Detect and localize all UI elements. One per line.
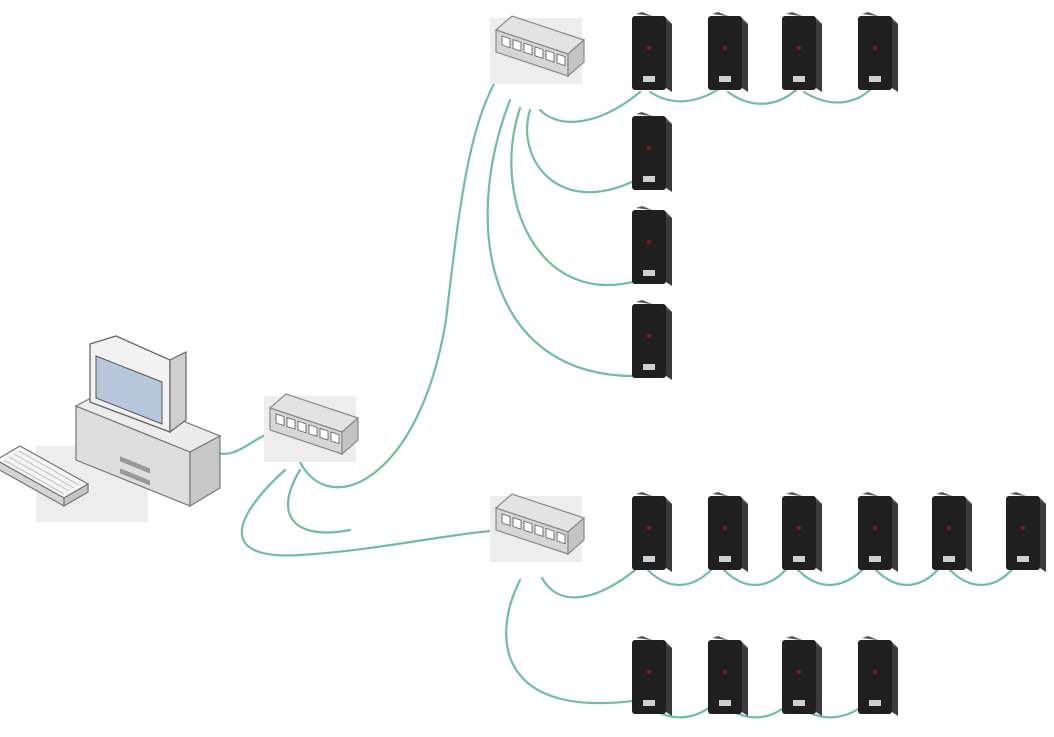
cable-upper-row-4 (802, 86, 874, 104)
upper-column-device-icon-2 (632, 206, 672, 286)
node-layer (0, 12, 1046, 716)
upper-row-device-icon-4 (858, 12, 898, 92)
lower-row2-device-icon-1 (632, 636, 672, 716)
lower-row2-device-icon-4 (858, 636, 898, 716)
cable-upper-row-3 (726, 88, 798, 105)
upper-row-device-icon-1 (632, 12, 672, 92)
upper-row-device-icon-2 (708, 12, 748, 92)
lower-row1-device-icon-1 (632, 492, 672, 572)
lower-switch-icon (490, 493, 586, 562)
cable-core-lower-loop (287, 468, 352, 534)
computer-icon (0, 335, 222, 522)
cable-lower-row1-1 (540, 564, 642, 599)
cable-lower-row2-1 (505, 578, 642, 705)
lower-row1-device-icon-6 (1006, 492, 1046, 572)
core-switch-icon (264, 393, 360, 462)
upper-row-device-icon-3 (782, 12, 822, 92)
lower-row2-device-icon-3 (782, 636, 822, 716)
upper-column-device-icon-3 (632, 300, 672, 380)
lower-row2-device-icon-2 (708, 636, 748, 716)
cable-core-lower (240, 468, 502, 557)
cable-upper-col-1 (526, 108, 642, 194)
upper-column-device-icon-1 (632, 112, 672, 192)
cable-layer (166, 60, 1020, 719)
keyboard-icon (0, 445, 90, 508)
cable-upper-col-2 (510, 106, 642, 287)
lower-row1-device-icon-5 (932, 492, 972, 572)
cable-upper-row-2 (648, 86, 722, 103)
cable-upper-col-3 (486, 98, 642, 378)
cable-core-upper (298, 60, 510, 489)
lower-row1-device-icon-4 (858, 492, 898, 572)
upper-switch-icon (490, 15, 586, 84)
lower-row1-device-icon-2 (708, 492, 748, 572)
cable-upper-row-1 (538, 90, 642, 123)
lower-row1-device-icon-3 (782, 492, 822, 572)
